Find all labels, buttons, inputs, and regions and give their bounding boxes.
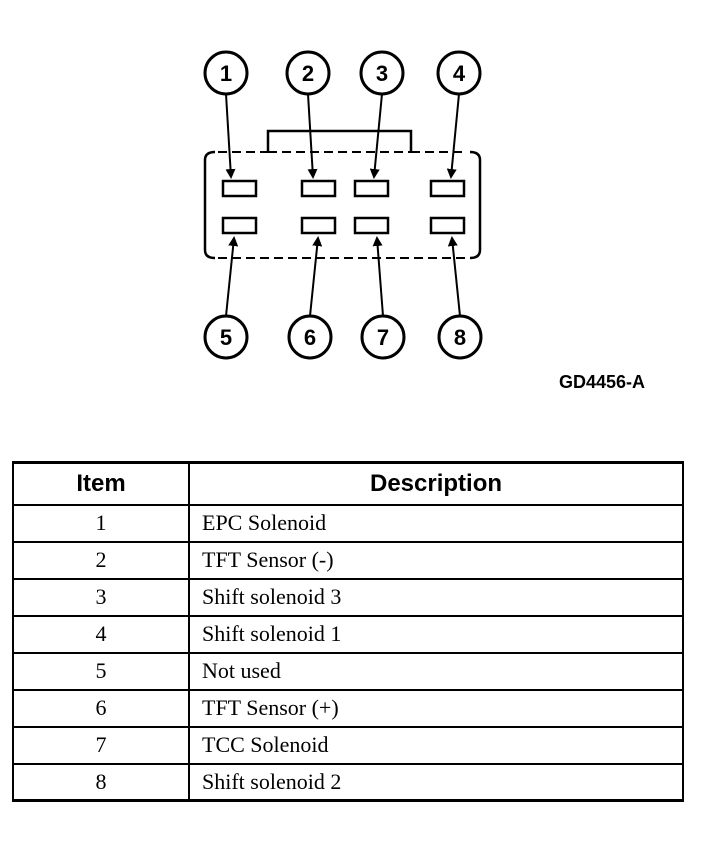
row-item: 1 [12,503,190,543]
row-item: 7 [12,725,190,765]
callout-8-label: 8 [454,325,466,350]
leader-lines [225,93,461,317]
row-description: Shift solenoid 2 [188,762,684,802]
table-row: 2 TFT Sensor (-) [12,540,684,580]
pin-row-bottom [221,216,466,235]
table-row: 8 Shift solenoid 2 [12,762,684,802]
leader-6 [309,236,323,317]
row-description: TCC Solenoid [188,725,684,765]
pin-2 [300,179,337,198]
row-item: 4 [12,614,190,654]
callout-5-label: 5 [220,325,232,350]
callout-7: 7 [360,314,406,360]
connector-key [266,129,413,152]
row-item: 8 [12,762,190,802]
pin-row-top [221,179,466,198]
row-description: Not used [188,651,684,691]
table-row: 7 TCC Solenoid [12,725,684,765]
table-row: 3 Shift solenoid 3 [12,577,684,617]
row-item: 6 [12,688,190,728]
table-header-row: Item Description [12,461,684,506]
row-description: EPC Solenoid [188,503,684,543]
row-description: TFT Sensor (-) [188,540,684,580]
callout-4-label: 4 [453,61,466,86]
leader-7 [372,236,384,317]
pin-7 [353,216,390,235]
callout-5: 5 [203,314,249,360]
callout-7-label: 7 [377,325,389,350]
row-description: Shift solenoid 1 [188,614,684,654]
pin-5 [221,216,258,235]
leader-3 [369,93,383,179]
callout-2: 2 [285,50,331,96]
table-row: 1 EPC Solenoid [12,503,684,543]
callout-6: 6 [287,314,333,360]
callout-1: 1 [203,50,249,96]
callout-8: 8 [437,314,483,360]
leader-8 [447,236,461,317]
legend-table: Item Description 1 EPC Solenoid 2 TFT Se… [12,461,684,802]
row-item: 5 [12,651,190,691]
header-item: Item [12,461,190,506]
pin-4 [429,179,466,198]
figure-code: GD4456-A [559,372,645,392]
row-description: TFT Sensor (+) [188,688,684,728]
leader-2 [307,93,318,179]
table-row: 4 Shift solenoid 1 [12,614,684,654]
table-row: 6 TFT Sensor (+) [12,688,684,728]
pin-1 [221,179,258,198]
callout-1-label: 1 [220,61,232,86]
callout-3-label: 3 [376,61,388,86]
callout-2-label: 2 [302,61,314,86]
callout-4: 4 [436,50,482,96]
callout-6-label: 6 [304,325,316,350]
pin-6 [300,216,337,235]
pin-8 [429,216,466,235]
row-item: 2 [12,540,190,580]
connector-body [203,129,482,260]
pin-3 [353,179,390,198]
leader-5 [225,236,239,317]
leader-4 [446,93,460,179]
row-item: 3 [12,577,190,617]
header-description: Description [188,461,684,506]
row-description: Shift solenoid 3 [188,577,684,617]
table-row: 5 Not used [12,651,684,691]
connector-diagram: 1 2 3 4 5 6 7 8 GD4456-A [203,50,645,392]
callout-3: 3 [359,50,405,96]
leader-1 [225,93,236,179]
